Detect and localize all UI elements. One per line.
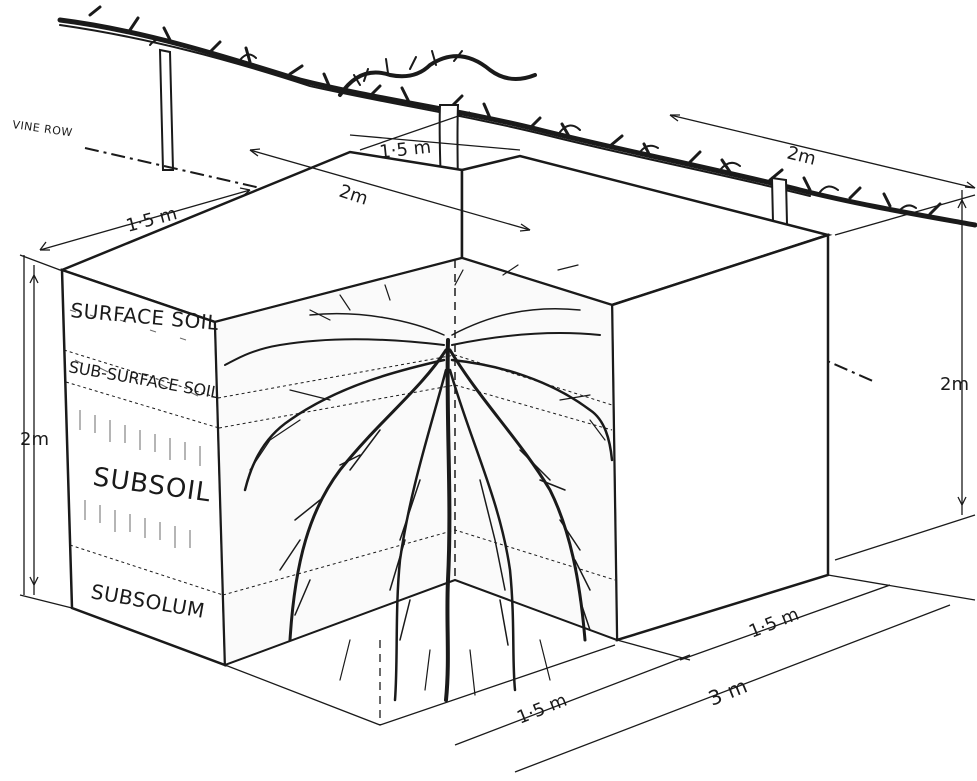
dim-top-middle: 1·5 m (378, 137, 432, 163)
pit-walls (215, 258, 617, 665)
vine-row-label: VINE ROW (12, 118, 74, 139)
dim-left-height: 2m (20, 429, 49, 450)
dim-right-height: 2m (940, 374, 969, 395)
dim-bottom-total: 3 m (705, 673, 751, 710)
dim-top-right: 2m (785, 142, 818, 169)
dim-bottom-right-short: 1·5 m (746, 604, 802, 643)
dim-bottom-left-short: 1·5 m (514, 690, 570, 729)
